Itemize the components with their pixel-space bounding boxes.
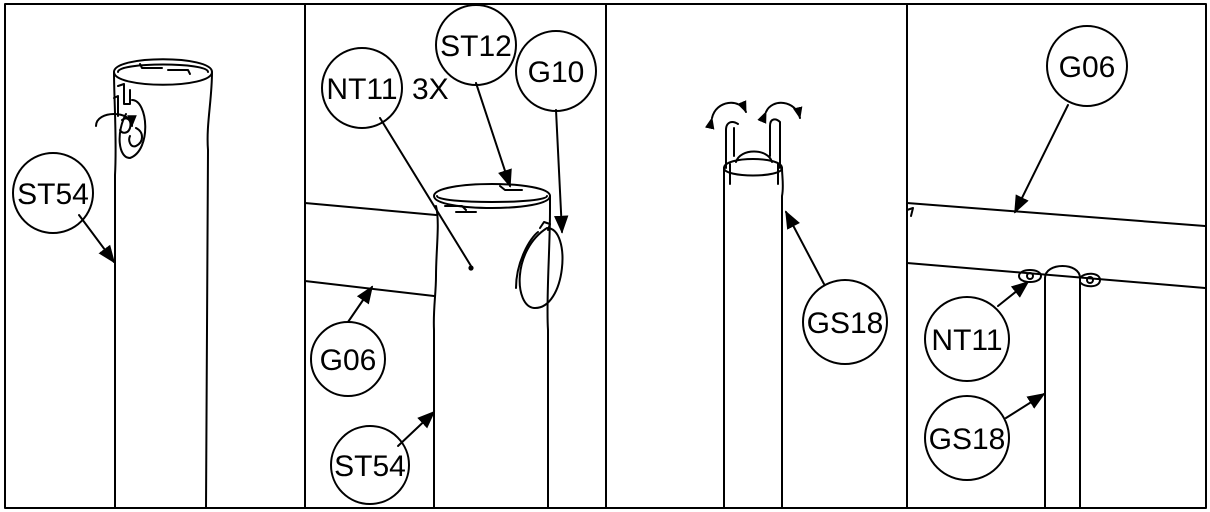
g06-beam — [304, 202, 437, 297]
g10-cap — [515, 221, 564, 310]
quantity-label: 3X — [412, 73, 449, 106]
callout-gs18: GS18 — [924, 393, 1046, 481]
label-gs18: GS18 — [807, 307, 884, 340]
panel-1: ST54 — [12, 58, 213, 509]
bend-arrow-left — [704, 100, 747, 130]
callout-st54: ST54 — [12, 152, 116, 264]
gs18-post — [1044, 265, 1081, 509]
panel-2: NT11 3X ST12 G10 G06 ST54 — [304, 4, 597, 509]
callout-st12: ST12 — [435, 4, 517, 188]
callout-gs18: GS18 — [785, 210, 888, 365]
callout-nt11: NT11 — [321, 47, 472, 267]
panel-3: GS18 — [704, 100, 888, 509]
rotation-arrow — [95, 113, 137, 128]
nt11-clips — [1018, 269, 1101, 288]
hook-clip — [113, 83, 147, 159]
bend-arrow-right — [757, 102, 803, 124]
callout-g06: G06 — [1014, 25, 1128, 214]
label-g06: G06 — [320, 344, 377, 377]
label-g06: G06 — [1059, 51, 1116, 84]
label-st12: ST12 — [440, 30, 512, 63]
st54-post — [113, 58, 213, 509]
callout-nt11: NT11 — [924, 280, 1030, 382]
label-nt11: NT11 — [931, 324, 1002, 357]
label-g10: G10 — [528, 56, 585, 89]
label-st54: ST54 — [17, 178, 89, 211]
label-nt11: NT11 — [326, 73, 397, 106]
panel-4: G06 NT11 GS18 — [906, 25, 1206, 509]
gs18-post — [723, 150, 784, 509]
st54-post — [432, 183, 551, 509]
label-st54: ST54 — [334, 450, 406, 483]
callout-st54: ST54 — [330, 410, 436, 505]
label-gs18: GS18 — [929, 423, 1006, 456]
callout-g06: G06 — [310, 285, 386, 397]
g06-beam — [906, 202, 1206, 289]
callout-g10: G10 — [515, 30, 597, 234]
